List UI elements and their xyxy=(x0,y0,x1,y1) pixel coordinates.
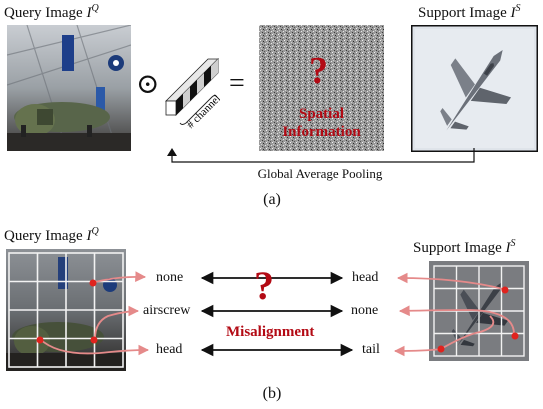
caption-b: (b) xyxy=(262,385,282,402)
support-image-label-a: Support Image IS xyxy=(418,4,520,21)
query-image-label-a: Query Image IQ xyxy=(4,4,99,21)
query-label-text: Query Image xyxy=(4,5,83,21)
query-superscript: Q xyxy=(91,3,99,14)
query-symbol-b: I xyxy=(86,228,92,244)
spatial-question-mark: ? xyxy=(309,50,328,92)
spatial-info-line2: Information xyxy=(282,124,361,140)
query-image-a xyxy=(7,25,131,151)
support-label-text: Support Image xyxy=(418,5,507,21)
support-symbol-b: I xyxy=(505,240,511,256)
support-image-a xyxy=(411,25,538,152)
right-word-3: tail xyxy=(362,342,380,357)
query-symbol: I xyxy=(86,5,92,21)
channel-vector: # channel xyxy=(165,58,220,131)
right-word-2: none xyxy=(351,303,379,318)
left-word-1: none xyxy=(156,270,184,285)
right-word-1: head xyxy=(352,270,379,285)
caption-a: (a) xyxy=(263,191,281,208)
support-superscript-b: S xyxy=(510,238,516,249)
support-image-label-b: Support Image IS xyxy=(413,239,515,256)
support-superscript: S xyxy=(515,3,521,14)
left-word-2: airscrew xyxy=(143,303,191,318)
left-word-3: head xyxy=(156,342,183,357)
elementwise-operator: ⊙ xyxy=(136,69,160,100)
support-symbol: I xyxy=(510,5,516,21)
misalignment-label: Misalignment xyxy=(226,324,315,340)
query-image-label-b: Query Image IQ xyxy=(4,227,99,244)
misalignment-question-mark: ? xyxy=(254,263,274,308)
support-label-text-b: Support Image xyxy=(413,240,502,256)
pooling-arrow xyxy=(167,148,475,163)
pooling-label: Global Average Pooling xyxy=(257,166,383,181)
spatial-info-line1: Spatial xyxy=(298,106,344,122)
correspondence-arrows xyxy=(36,271,519,357)
query-label-text-b: Query Image xyxy=(4,228,83,244)
spatial-noise-map xyxy=(259,25,384,151)
query-superscript-b: Q xyxy=(91,226,99,237)
equals-sign: = xyxy=(229,68,245,99)
